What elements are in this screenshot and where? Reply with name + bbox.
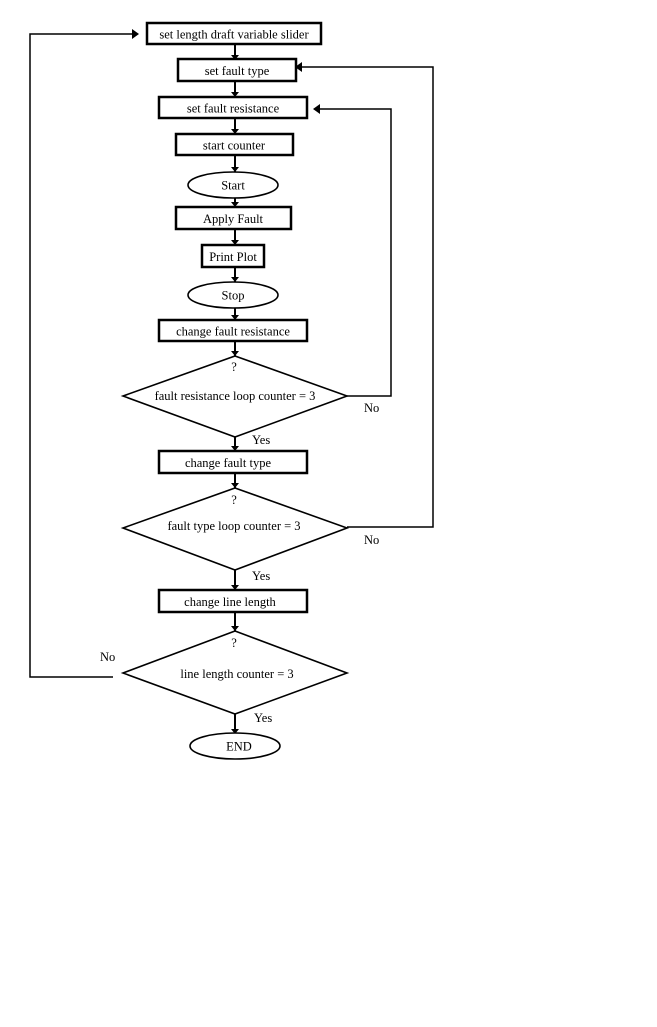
step-label: set fault type — [205, 64, 270, 78]
step-label: start counter — [203, 139, 266, 153]
step-start-counter: start counter — [174, 132, 295, 157]
step-print-plot: Print Plot — [200, 243, 266, 269]
arrowhead — [132, 29, 139, 39]
step-label: set fault resistance — [187, 102, 280, 116]
decision-mark: ? — [231, 493, 237, 507]
decision-label: fault resistance loop counter = 3 — [155, 389, 316, 403]
arrowhead — [231, 351, 239, 356]
main-arrowheads — [231, 55, 239, 734]
decision-label: fault type loop counter = 3 — [167, 519, 300, 533]
decision-resistance-loop: ? fault resistance loop counter = 3 No Y… — [120, 355, 379, 447]
decision-mark: ? — [231, 360, 237, 374]
step-label: Apply Fault — [203, 212, 264, 226]
arrowhead — [231, 202, 239, 207]
no-label: No — [100, 650, 115, 664]
yes-label: Yes — [252, 433, 270, 447]
loop-fault-type — [295, 62, 434, 528]
step-label: Stop — [222, 289, 245, 303]
no-label: No — [364, 401, 379, 415]
arrowhead — [231, 129, 239, 134]
yes-label: Yes — [254, 711, 272, 725]
arrowhead — [231, 92, 239, 97]
yes-label: Yes — [252, 569, 270, 583]
step-label: change fault resistance — [176, 325, 290, 339]
step-label: change line length — [184, 595, 276, 609]
step-set-fault-resistance: set fault resistance — [157, 95, 309, 120]
decision-length-loop: ? line length counter = 3 No Yes — [100, 630, 350, 725]
step-start: Start — [187, 171, 279, 199]
decision-mark: ? — [231, 636, 237, 650]
step-set-length: set length draft variable slider — [145, 21, 323, 46]
arrowhead — [231, 585, 239, 590]
arrowhead — [231, 446, 239, 451]
arrowhead — [231, 315, 239, 320]
step-set-fault-type: set fault type — [176, 57, 298, 83]
arrowhead — [231, 483, 239, 488]
decision-type-loop: ? fault type loop counter = 3 No Yes — [120, 487, 379, 583]
step-end: END — [189, 732, 281, 760]
arrowhead — [231, 729, 239, 734]
step-label: END — [226, 740, 252, 754]
loop-resistance — [313, 104, 392, 397]
arrowhead — [231, 55, 239, 60]
arrowhead — [231, 240, 239, 245]
loop-line-length — [29, 29, 139, 678]
arrowhead — [231, 277, 239, 282]
arrowhead — [313, 104, 320, 114]
arrowhead — [231, 626, 239, 631]
step-label: Start — [221, 179, 245, 193]
step-label: Print Plot — [209, 250, 257, 264]
arrowhead — [231, 167, 239, 172]
step-change-fault-type: change fault type — [157, 449, 309, 475]
step-stop: Stop — [187, 281, 279, 309]
step-label: set length draft variable slider — [159, 28, 309, 42]
step-change-line-length: change line length — [157, 588, 309, 614]
step-apply-fault: Apply Fault — [174, 205, 293, 231]
no-label: No — [364, 533, 379, 547]
step-change-fault-resistance: change fault resistance — [157, 318, 309, 343]
step-label: change fault type — [185, 456, 272, 470]
arrowhead — [295, 62, 302, 72]
decision-label: line length counter = 3 — [180, 667, 293, 681]
